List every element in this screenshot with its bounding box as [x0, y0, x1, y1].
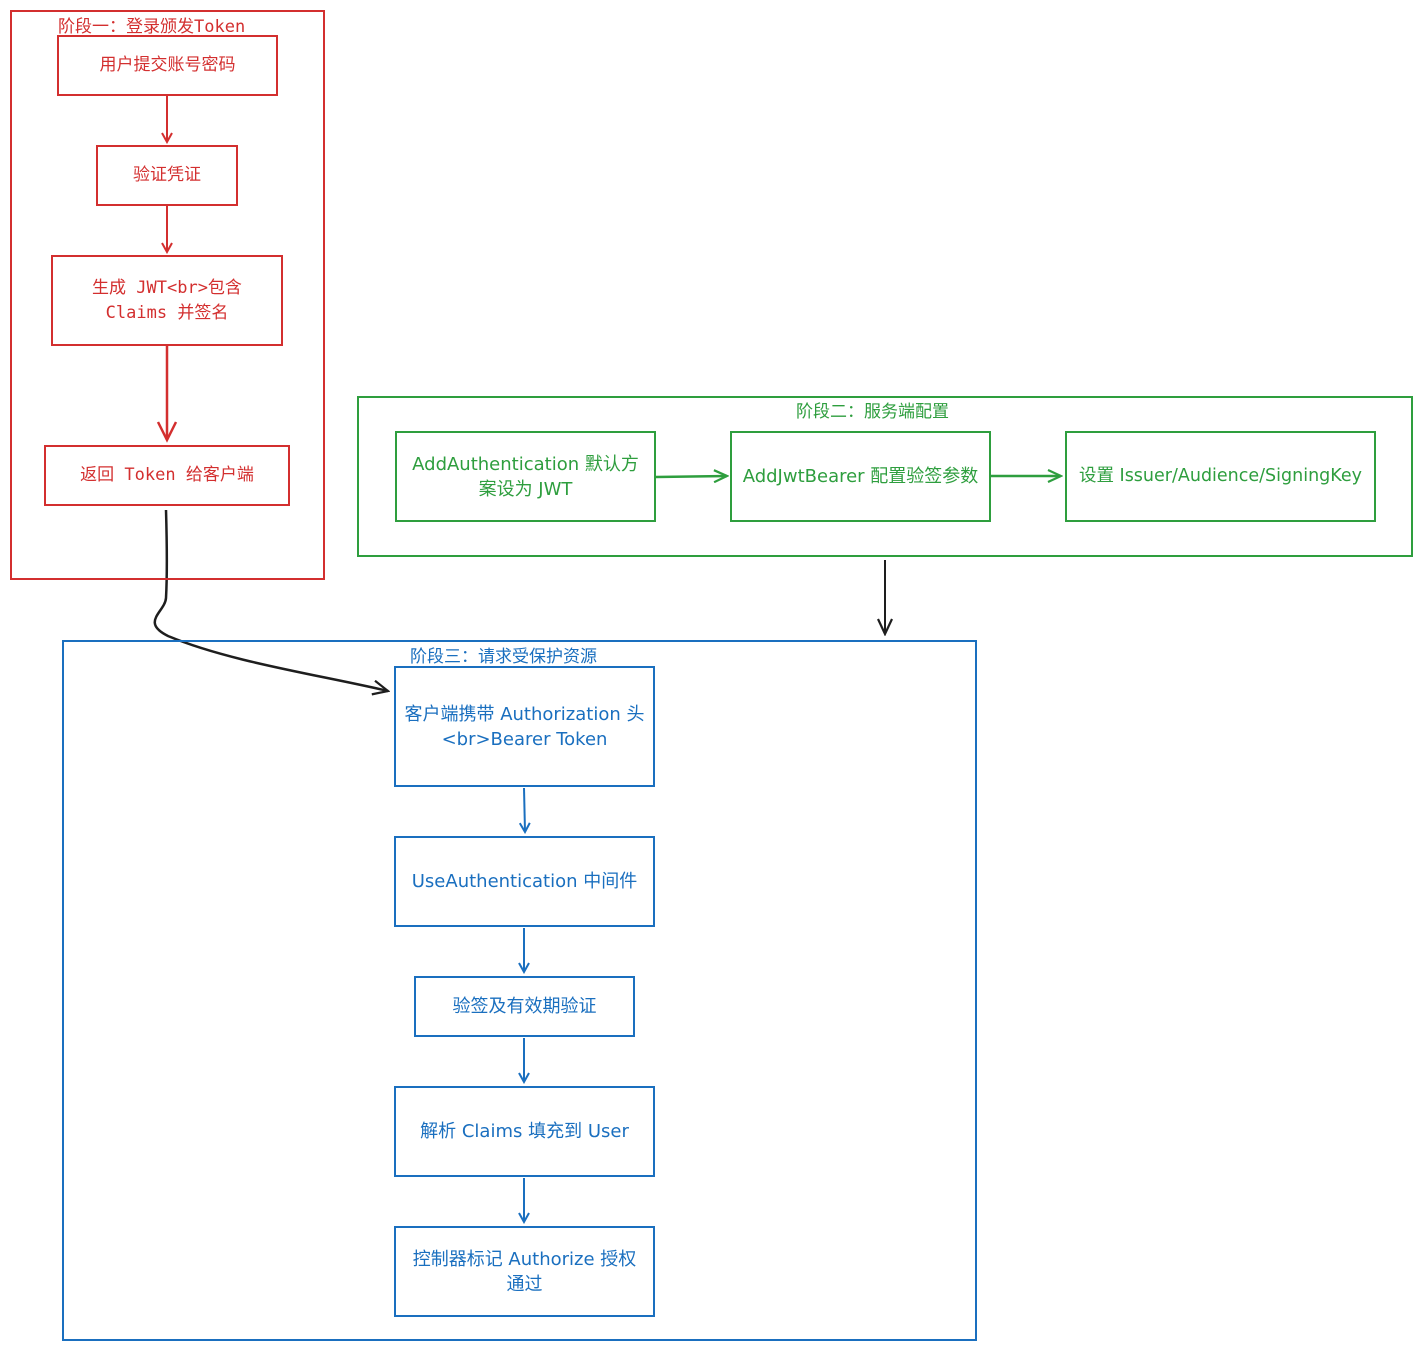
- p1-step-return-token[interactable]: 返回 Token 给客户端: [44, 445, 290, 506]
- p2-step-label: AddAuthentication 默认方案设为 JWT: [412, 453, 639, 500]
- p1-step-label: 返回 Token 给客户端: [80, 465, 254, 485]
- phase2-frame: [357, 396, 1413, 557]
- phase1-frame: [10, 10, 325, 580]
- p2-step-label: 设置 Issuer/Audience/SigningKey: [1078, 466, 1363, 486]
- p3-step-label: 客户端携带 Authorization 头<br>Bearer Token: [404, 703, 645, 750]
- p3-step-label: 控制器标记 Authorize 授权通过: [412, 1248, 637, 1295]
- p3-step-validate-signature-expiry[interactable]: 验签及有效期验证: [414, 976, 635, 1037]
- p1-step-generate-jwt[interactable]: 生成 JWT<br>包含 Claims 并签名: [51, 255, 283, 346]
- p3-step-label: 解析 Claims 填充到 User: [420, 1121, 629, 1142]
- p3-step-use-authentication[interactable]: UseAuthentication 中间件: [394, 836, 655, 927]
- p3-step-label: UseAuthentication 中间件: [411, 871, 638, 892]
- p1-step-label: 用户提交账号密码: [99, 55, 236, 75]
- phase2-title: 阶段二：服务端配置: [796, 402, 949, 422]
- p2-step-set-issuer-audience-key[interactable]: 设置 Issuer/Audience/SigningKey: [1065, 431, 1376, 522]
- p3-step-authorize[interactable]: 控制器标记 Authorize 授权通过: [394, 1226, 655, 1317]
- phase1-title: 阶段一：登录颁发Token: [58, 17, 246, 37]
- p1-step-verify-credentials[interactable]: 验证凭证: [96, 145, 238, 206]
- phase3-title: 阶段三：请求受保护资源: [410, 647, 597, 667]
- p1-step-label: 生成 JWT<br>包含 Claims 并签名: [92, 277, 242, 323]
- p2-step-add-authentication[interactable]: AddAuthentication 默认方案设为 JWT: [395, 431, 656, 522]
- p3-step-parse-claims[interactable]: 解析 Claims 填充到 User: [394, 1086, 655, 1177]
- p3-step-client-auth-header[interactable]: 客户端携带 Authorization 头<br>Bearer Token: [394, 666, 655, 787]
- phase3-frame: [62, 640, 977, 1341]
- p3-step-label: 验签及有效期验证: [452, 996, 597, 1017]
- p1-step-submit-credentials[interactable]: 用户提交账号密码: [57, 35, 278, 96]
- p1-step-label: 验证凭证: [133, 165, 201, 185]
- p2-step-label: AddJwtBearer 配置验签参数: [742, 466, 979, 487]
- p2-step-add-jwt-bearer[interactable]: AddJwtBearer 配置验签参数: [730, 431, 991, 522]
